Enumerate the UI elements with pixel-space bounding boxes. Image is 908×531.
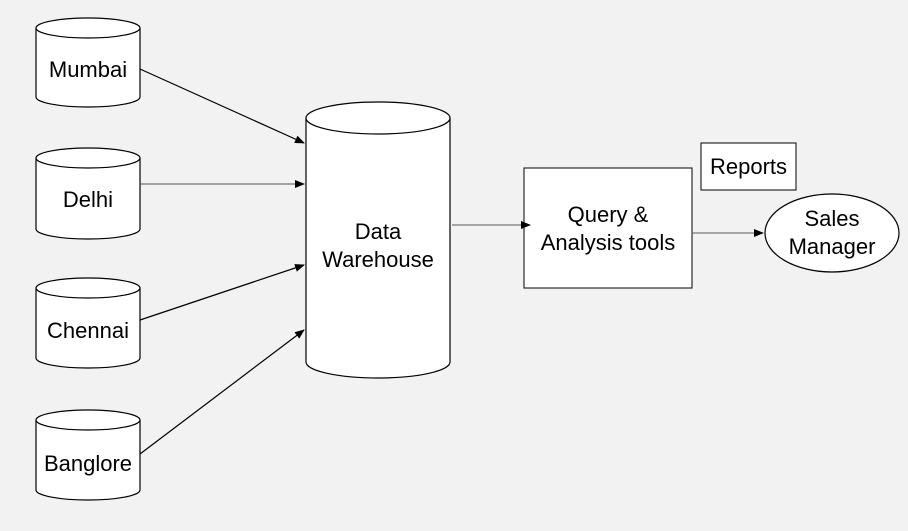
arrow-chennai-to-warehouse	[139, 264, 305, 321]
chennai-cylinder	[35, 277, 141, 369]
query-tools-label-line2: Analysis tools	[540, 229, 676, 255]
arrow-mumbai-to-warehouse	[139, 68, 305, 144]
reports-label: Reports	[709, 154, 788, 179]
mumbai-cylinder	[35, 17, 141, 108]
query-tools-box	[523, 167, 693, 289]
sales-manager-label: Sales Manager	[765, 205, 899, 260]
delhi-cylinder	[35, 147, 141, 240]
sales-manager-ellipse	[764, 193, 900, 273]
banglore-label: Banglore	[43, 451, 133, 476]
warehouse-label-line1: Data	[354, 219, 402, 244]
query-tools-label: Query & Analysis tools	[524, 201, 692, 256]
warehouse-label: Data Warehouse	[306, 218, 450, 273]
reports-box	[700, 142, 797, 191]
sales-manager-label-line2: Manager	[788, 233, 876, 259]
banglore-cylinder	[35, 409, 141, 501]
chennai-label: Chennai	[47, 318, 129, 343]
warehouse-cylinder	[305, 101, 451, 379]
arrow-banglore-to-warehouse	[139, 329, 305, 455]
sales-manager-label-line1: Sales	[804, 206, 860, 231]
mumbai-label: Mumbai	[48, 57, 128, 82]
query-tools-label-line1: Query &	[567, 202, 649, 227]
warehouse-label-line2: Warehouse	[322, 246, 434, 272]
delhi-label: Delhi	[62, 187, 114, 212]
